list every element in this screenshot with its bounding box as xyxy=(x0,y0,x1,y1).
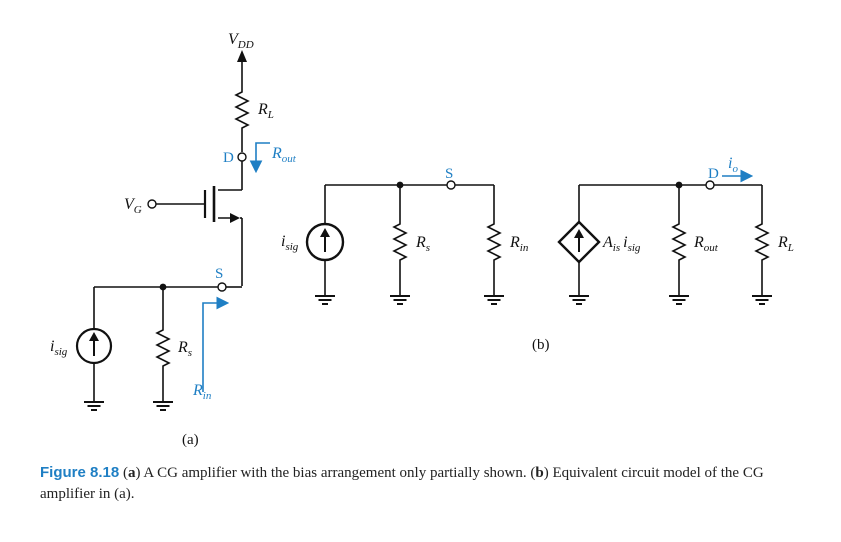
ground-icon xyxy=(389,289,411,305)
caption-b-letter: b xyxy=(535,465,544,481)
b-s-node-label: S xyxy=(445,166,453,182)
caption-a-letter: a xyxy=(127,465,136,481)
vdd-arrow xyxy=(237,50,247,62)
rl-label: RL xyxy=(257,101,274,121)
s-node-label: S xyxy=(215,266,223,282)
vg-label: VG xyxy=(124,196,142,216)
b-d-node-label: D xyxy=(708,166,719,182)
b-resistor-rin xyxy=(486,185,502,290)
b-rs-label: Rs xyxy=(415,234,430,254)
rin-label: Rin xyxy=(192,382,212,402)
rout-arrow xyxy=(249,142,270,174)
panel-a-label: (a) xyxy=(182,432,199,448)
rout-label: Rout xyxy=(271,145,297,165)
source-terminal xyxy=(217,282,227,292)
mosfet-source-arrow xyxy=(230,213,240,223)
drain-terminal xyxy=(237,152,247,162)
b-isig-label: isig xyxy=(281,233,299,253)
ground-icon xyxy=(751,289,773,305)
panel-b-label: (b) xyxy=(532,337,550,353)
rin-arrow xyxy=(202,296,230,392)
isig-label: isig xyxy=(50,338,68,358)
ground-icon xyxy=(83,395,105,411)
rs-label: Rs xyxy=(177,339,192,359)
ground-icon xyxy=(568,289,590,305)
b-rout-label: Rout xyxy=(693,234,719,254)
b-resistor-rs xyxy=(392,185,408,290)
ground-icon xyxy=(314,289,336,305)
gate-terminal xyxy=(147,199,157,209)
ground-icon xyxy=(483,289,505,305)
figure-number: Figure 8.18 xyxy=(40,464,120,481)
resistor-rs xyxy=(155,287,171,396)
b-drain-terminal xyxy=(705,180,715,190)
ground-icon xyxy=(668,289,690,305)
d-node-label: D xyxy=(223,150,234,166)
panel-a: VDD RL D Rout VG S Rin xyxy=(50,31,297,448)
ground-icon xyxy=(152,395,174,411)
b-resistor-rl xyxy=(754,185,770,290)
b-resistor-rout xyxy=(671,185,687,290)
figure-caption: Figure 8.18 (a) A CG amplifier with the … xyxy=(40,464,764,502)
b-rin-label: Rin xyxy=(509,234,529,254)
b-source-terminal xyxy=(446,180,456,190)
resistor-rl xyxy=(234,84,250,148)
vdd-label: VDD xyxy=(228,31,254,51)
circuit-figure: VDD RL D Rout VG S Rin xyxy=(50,31,794,448)
io-label: io xyxy=(728,155,738,175)
b-rl-label: RL xyxy=(777,234,794,254)
